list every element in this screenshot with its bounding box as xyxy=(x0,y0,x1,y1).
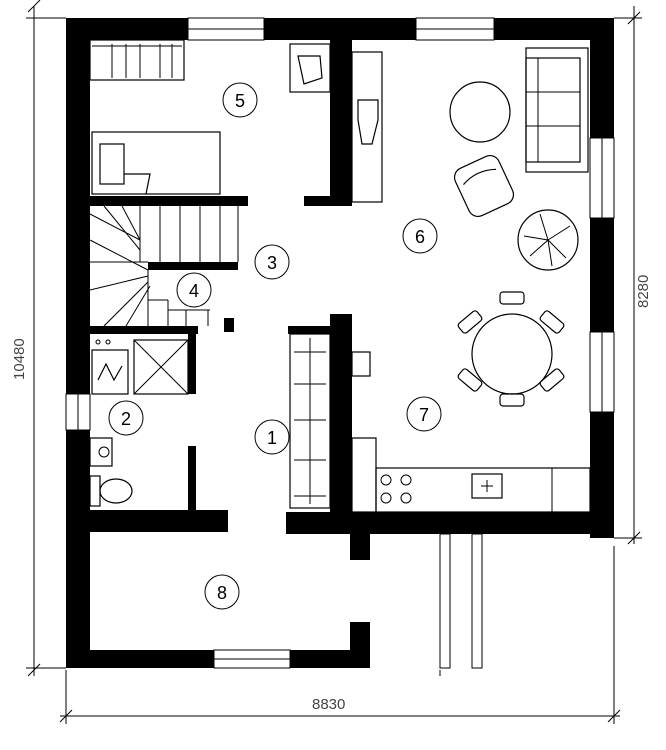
plant xyxy=(517,209,579,271)
staircase xyxy=(89,205,239,327)
dimension-lines xyxy=(26,0,642,724)
sofa xyxy=(525,47,589,173)
overall-width-label: 8830 xyxy=(312,696,345,713)
overall-height-label: 10480 xyxy=(11,338,28,380)
stove xyxy=(380,474,412,504)
room-number-3: 3 xyxy=(267,253,277,273)
washbasin xyxy=(89,437,113,467)
kitchen-counter xyxy=(351,351,591,513)
room-number-7: 7 xyxy=(419,405,429,425)
walls xyxy=(66,18,614,668)
room-label-5: 5 xyxy=(222,82,258,118)
wardrobe xyxy=(89,39,185,81)
dining-table xyxy=(457,291,565,407)
tv-cabinet xyxy=(351,51,383,203)
room-number-5: 5 xyxy=(235,91,245,111)
toilet xyxy=(89,475,133,507)
room-number-1: 1 xyxy=(267,428,277,448)
windows xyxy=(65,17,615,669)
room-number-6: 6 xyxy=(415,227,425,247)
bed xyxy=(91,131,221,195)
room-number-8: 8 xyxy=(217,583,227,603)
room-number-2: 2 xyxy=(121,409,131,429)
armchair xyxy=(453,154,515,218)
sink xyxy=(471,473,503,499)
shower xyxy=(133,339,189,395)
coffee-table xyxy=(449,81,511,143)
room-label-4: 4 xyxy=(176,272,212,308)
room-label-1: 1 xyxy=(254,419,290,455)
room-number-4: 4 xyxy=(189,281,199,301)
room-label-3: 3 xyxy=(254,244,290,280)
bath-sink xyxy=(91,339,129,395)
porch-posts xyxy=(439,533,483,669)
hall-wardrobe xyxy=(289,333,331,509)
room-label-6: 6 xyxy=(402,218,438,254)
desk-chair xyxy=(289,43,331,93)
room-label-7: 7 xyxy=(406,396,442,432)
room-label-8: 8 xyxy=(204,574,240,610)
room-label-2: 2 xyxy=(108,400,144,436)
house-height-label: 8280 xyxy=(635,275,652,308)
